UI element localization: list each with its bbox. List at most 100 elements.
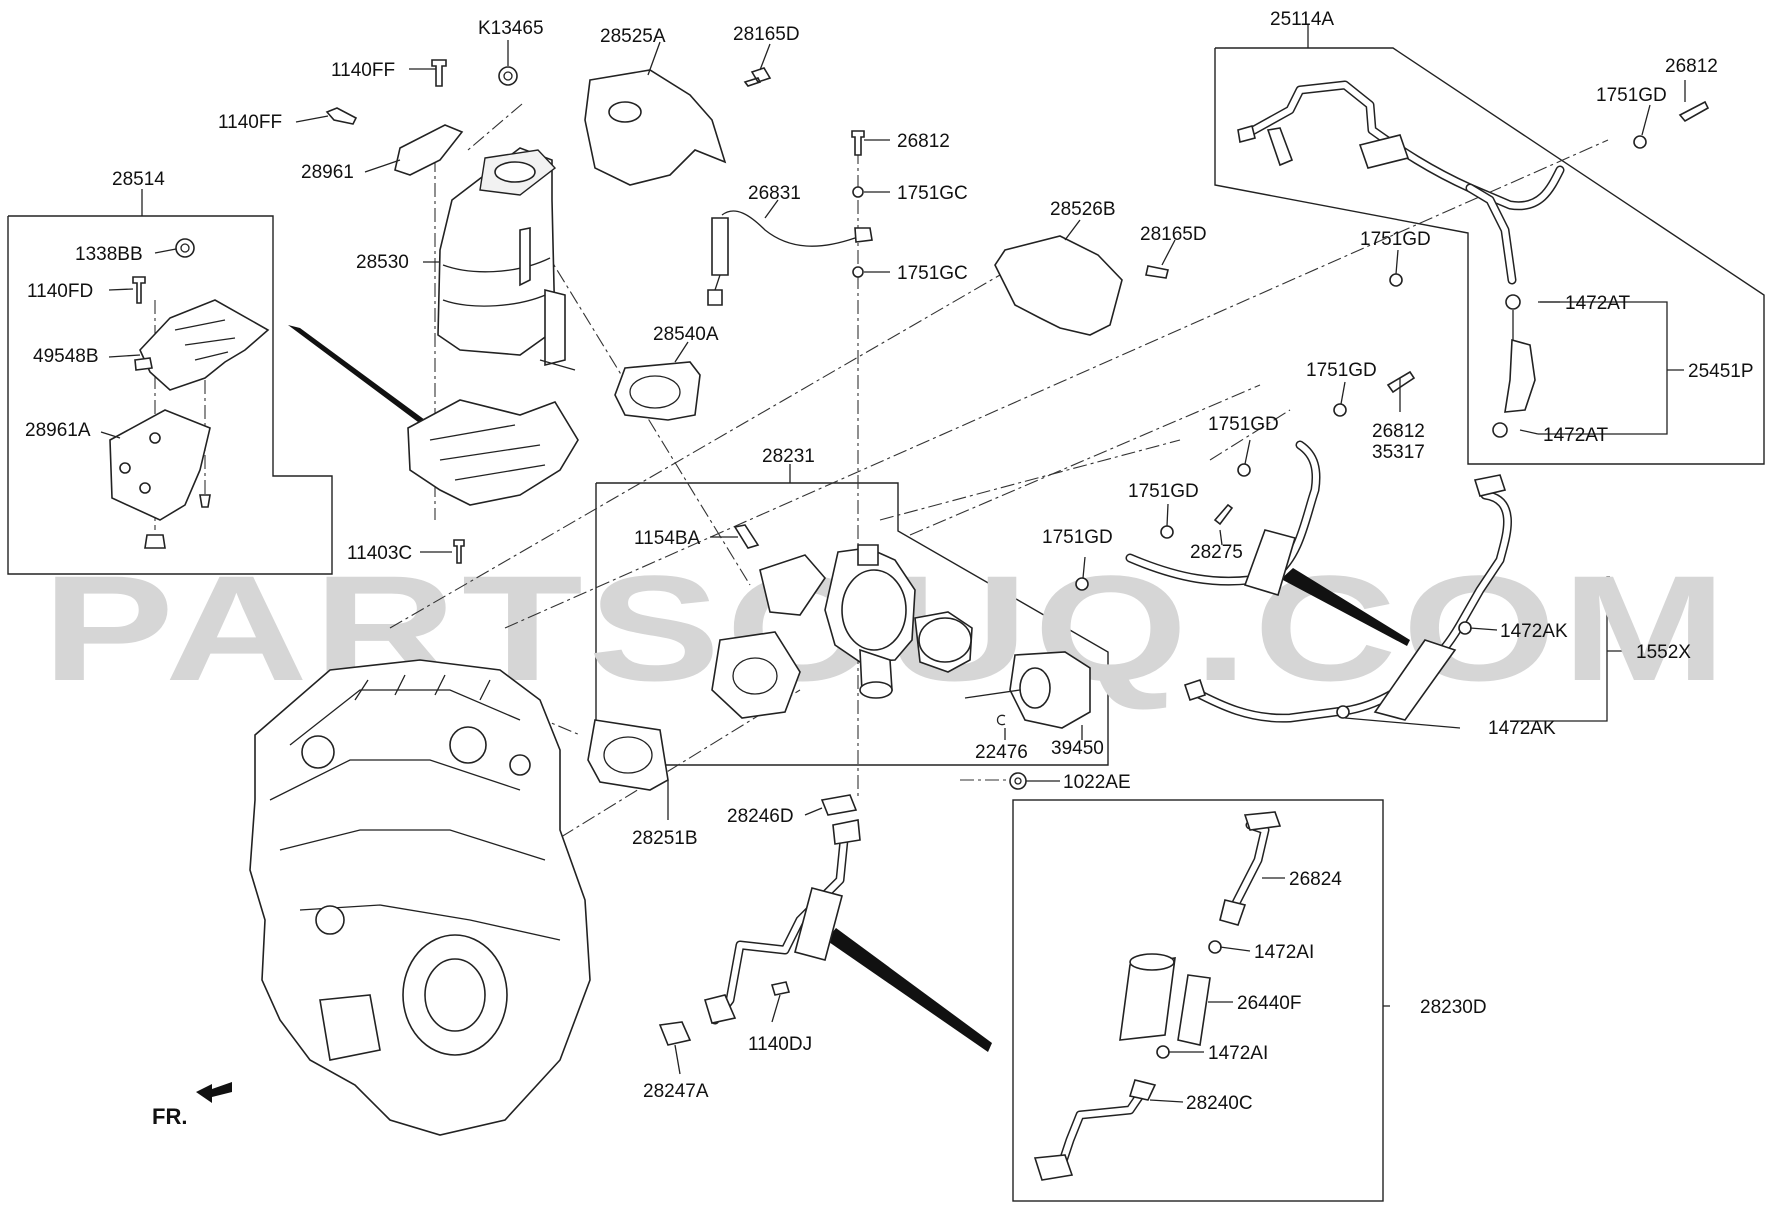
oil-pipe-sleeve — [794, 887, 843, 961]
label-49548b: 49548B — [33, 346, 99, 367]
leader-lines — [100, 25, 1686, 1103]
label-26812-c: 26812 — [1372, 421, 1425, 442]
pipe-end-1552x-lower — [1183, 678, 1207, 702]
coolant-hose-1552x — [1373, 639, 1457, 721]
gasket-28251b — [587, 719, 669, 791]
label-1751gd-e: 1751GD — [1128, 481, 1199, 502]
pipe-end-25114a-left — [1237, 125, 1256, 143]
box-25114a — [1214, 47, 1765, 465]
label-1472ai-a: 1472AI — [1254, 942, 1314, 963]
pipe-28240c-inner — [1057, 1085, 1148, 1173]
clip-22476 — [996, 714, 1006, 726]
label-1472ai-b: 1472AI — [1208, 1043, 1268, 1064]
heat-shield-28525a-hole — [608, 101, 642, 123]
bolt-small — [199, 494, 211, 508]
clamp-1472at-b — [1492, 422, 1508, 438]
label-28275: 28275 — [1190, 542, 1243, 563]
nut-1022ae — [1009, 772, 1027, 790]
heat-shield-28526b — [994, 235, 1123, 336]
label-1140fd: 1140FD — [27, 281, 93, 302]
label-26831: 26831 — [748, 183, 801, 204]
label-22476: 22476 — [975, 742, 1028, 763]
wastegate-actuator — [964, 651, 1091, 729]
sleeve-26440f-top — [1129, 953, 1175, 971]
bolt-26812-a — [851, 130, 865, 156]
label-25451p: 25451P — [1688, 361, 1754, 382]
label-1154ba: 1154BA — [634, 528, 701, 549]
label-28526b: 28526B — [1050, 199, 1116, 220]
assembly-line — [879, 439, 1181, 521]
o2-sensor-cable — [721, 210, 871, 247]
label-1472ak-a: 1472AK — [1500, 621, 1568, 642]
label-1751gd-f: 1751GD — [1042, 527, 1113, 548]
bracket-25451p — [1538, 301, 1668, 435]
bolt-11403c — [453, 539, 465, 564]
coolant-hose-upper — [1243, 529, 1297, 596]
pipe-25114a-branch-inner — [1467, 185, 1515, 283]
pipe-26824-inner — [1232, 822, 1268, 908]
label-1472at-b: 1472AT — [1543, 425, 1609, 446]
clamp-1472ak-b — [1336, 705, 1350, 719]
flange-28246d-top — [832, 819, 861, 845]
engine-block — [249, 659, 591, 1136]
label-1751gc-b: 1751GC — [897, 263, 968, 284]
assembly-line — [504, 139, 1609, 629]
nut-1338bb-inner — [180, 243, 190, 253]
nut-1338bb — [175, 238, 195, 258]
assembly-line — [389, 274, 1001, 629]
label-26824: 26824 — [1289, 869, 1342, 890]
label-k13465: K13465 — [478, 18, 544, 39]
bolt-26812-c — [1386, 370, 1416, 394]
bolt-28275 — [1213, 503, 1234, 526]
o2-sensor-plug — [707, 289, 723, 306]
label-28251b: 28251B — [632, 828, 698, 849]
pipe-26824-flange — [1243, 811, 1282, 831]
washer-1751gd-c — [1333, 403, 1347, 417]
coolant-pipe-upper-inner — [1127, 442, 1320, 585]
o2-sensor-body — [711, 217, 729, 276]
o2-sensor-wire — [714, 274, 721, 291]
label-28247a: 28247A — [643, 1081, 709, 1102]
direction-wedge — [1281, 568, 1410, 646]
label-28165d-a: 28165D — [733, 24, 800, 45]
label-1751gd-b: 1751GD — [1360, 229, 1431, 250]
bolt-1140ff-horizontal — [325, 107, 358, 125]
label-28525a: 28525A — [600, 26, 666, 47]
label-28165d-b: 28165D — [1140, 224, 1207, 245]
direction-wedge — [288, 325, 425, 425]
bracket-1552x — [1510, 576, 1610, 722]
nut-k13465-inner — [503, 71, 513, 81]
gasket-28540a-hole — [629, 375, 681, 409]
label-26440f: 26440F — [1237, 993, 1301, 1014]
label-1472ak-b: 1472AK — [1488, 718, 1556, 739]
heat-shield-28525a — [584, 69, 727, 186]
nut-1022ae-inner — [1014, 777, 1022, 785]
pipe-end-1552x — [1473, 474, 1507, 497]
label-1751gd-d: 1751GD — [1208, 414, 1279, 435]
turbocharger-assembly — [711, 544, 973, 719]
gasket-28540a — [614, 361, 701, 421]
stud-1154ba — [733, 524, 760, 549]
label-28231: 28231 — [762, 446, 815, 467]
label-26812-b: 26812 — [1665, 56, 1718, 77]
clamp-1472ak-a — [1458, 621, 1472, 635]
bolt-1140fd — [132, 276, 146, 304]
bracket-28961 — [394, 124, 464, 176]
label-1751gc-a: 1751GC — [897, 183, 968, 204]
label-11403c: 11403C — [347, 543, 412, 564]
pipe-28240c-flange — [1033, 1154, 1074, 1181]
label-28540a: 28540A — [653, 324, 719, 345]
bolt-28165d-b — [1145, 265, 1169, 279]
assembly-line — [909, 384, 1261, 536]
o2-sensor-fitting — [854, 227, 873, 243]
label-35317: 35317 — [1372, 442, 1425, 463]
label-28240c: 28240C — [1186, 1093, 1253, 1114]
pipe-25114a-inner — [1242, 82, 1563, 209]
label-1022ae: 1022AE — [1063, 772, 1131, 793]
label-1751gd-a: 1751GD — [1596, 85, 1667, 106]
label-1140ff-b: 1140FF — [218, 112, 282, 133]
part-labels: K13465 28525A 28165D 25114A 1140FF 1140F… — [25, 9, 1754, 1114]
label-1140ff-a: 1140FF — [331, 60, 395, 81]
label-26812-a: 26812 — [897, 131, 950, 152]
hose-26440f — [1177, 974, 1211, 1046]
